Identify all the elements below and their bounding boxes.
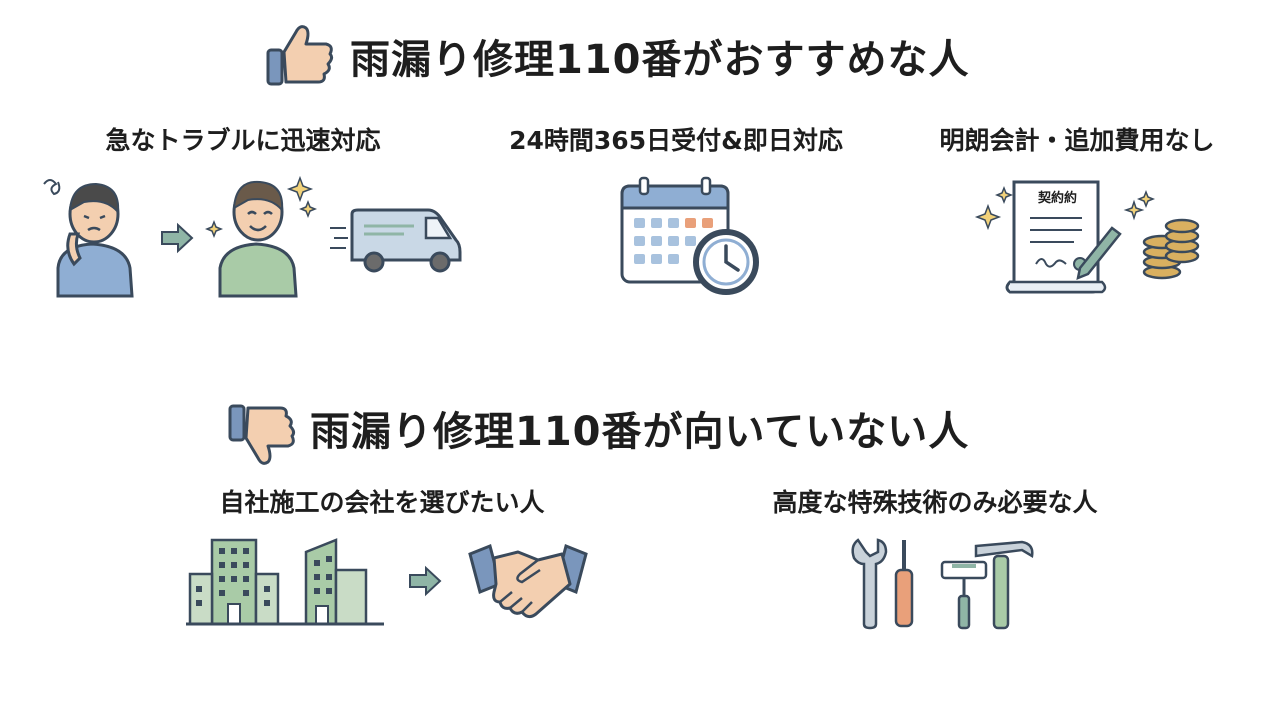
- contract-text: 契約約: [1038, 191, 1078, 206]
- buildings-icon: [186, 538, 384, 626]
- feature-label-24h: 24時間365日受付&即日対応: [509, 126, 843, 155]
- tools-icon: [851, 538, 1034, 630]
- calendar-clock-icon: [620, 176, 759, 295]
- feature-label-specialized: 高度な特殊技術のみ必要な人: [772, 488, 1098, 517]
- feature-label-in-house: 自社施工の会社を選びたい人: [219, 488, 545, 517]
- contract-coins-icon: [974, 180, 1200, 294]
- feature-label-clear-pricing: 明朗会計・追加費用なし: [939, 126, 1215, 155]
- thumbs-down-icon: [228, 404, 296, 465]
- recommended-title: 雨漏り修理110番がおすすめな人: [350, 37, 970, 83]
- feature-label-quick-response: 急なトラブルに迅速対応: [105, 126, 381, 155]
- happy-person-icon: [204, 175, 318, 298]
- arrow-right-icon: [409, 565, 442, 597]
- van-icon: [330, 208, 462, 273]
- thumbs-up-icon: [266, 25, 334, 86]
- not-recommended-title: 雨漏り修理110番が向いていない人: [310, 409, 970, 455]
- handshake-icon: [468, 543, 588, 619]
- arrow-right-icon: [161, 222, 194, 254]
- worried-person-icon: [43, 179, 134, 298]
